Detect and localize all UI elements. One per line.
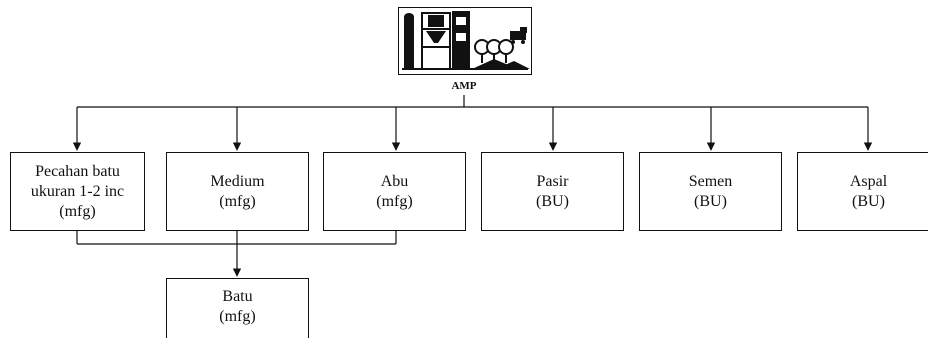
- node-medium-line-1: Medium: [210, 172, 264, 192]
- node-pecahan-batu: Pecahan batu ukuran 1-2 inc (mfg): [10, 152, 145, 231]
- node-semen-line-1: Semen: [689, 172, 733, 192]
- node-semen: Semen (BU): [639, 152, 782, 231]
- node-aspal: Aspal (BU): [797, 152, 928, 231]
- node-aspal-line-1: Aspal: [850, 172, 887, 192]
- node-batu-line-1: Batu: [222, 287, 252, 307]
- node-batu-line-2: (mfg): [219, 307, 255, 327]
- node-pasir-line-1: Pasir: [537, 172, 569, 192]
- node-pasir-line-2: (BU): [536, 192, 569, 212]
- node-pecahan-batu-line-3: (mfg): [59, 202, 95, 222]
- diagram: AMP Pecahan batu ukuran 1-2 inc (mfg) Me…: [0, 0, 928, 331]
- node-abu-line-2: (mfg): [376, 192, 412, 212]
- node-medium: Medium (mfg): [166, 152, 309, 231]
- node-pecahan-batu-line-1: Pecahan batu: [35, 162, 120, 182]
- node-abu-line-1: Abu: [381, 172, 409, 192]
- node-medium-line-2: (mfg): [219, 192, 255, 212]
- root-label: AMP: [426, 80, 502, 92]
- node-semen-line-2: (BU): [694, 192, 727, 212]
- node-pasir: Pasir (BU): [481, 152, 624, 231]
- node-aspal-line-2: (BU): [852, 192, 885, 212]
- node-abu: Abu (mfg): [323, 152, 466, 231]
- node-batu: Batu (mfg): [166, 278, 309, 338]
- node-pecahan-batu-line-2: ukuran 1-2 inc: [31, 182, 124, 202]
- asphalt-mixing-plant-icon: [398, 7, 532, 75]
